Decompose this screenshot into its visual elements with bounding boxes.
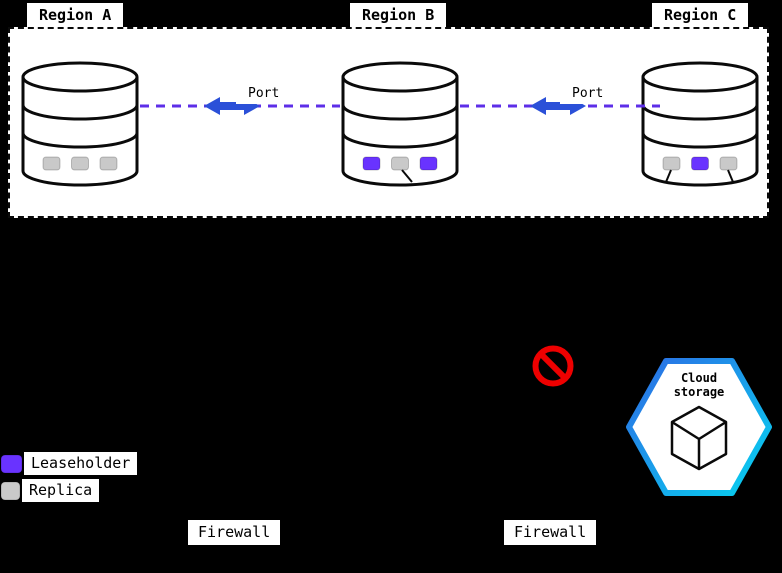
leaseholder-swatch-rect [0,454,23,474]
database-divider [21,132,139,149]
database-divider [341,104,459,121]
database-top [641,61,759,93]
replica-swatch-rect [0,481,21,501]
replica-slot [662,156,681,171]
leaseholder-slot [691,156,709,171]
database-icon-region-a [21,61,139,187]
port-label-b-c: Port [560,84,616,104]
legend-label-leaseholder: Leaseholder [24,452,138,475]
region-b-label: Region B [350,3,447,27]
no-entry-slash [538,351,568,381]
legend-label-replica: Replica [22,479,100,502]
database-top [341,61,459,93]
cloud-storage-label-line2: storage [674,385,725,399]
replica-slot [42,156,61,171]
leaseholder-swatch [0,454,23,474]
firewall-label-2: Firewall [504,520,597,545]
firewall-label-1: Firewall [188,520,281,545]
leaseholder-slot [419,156,438,171]
hexagon-outline [626,358,772,496]
storage-cube-icon [670,405,728,471]
replica-slot [71,156,89,171]
replica-swatch [0,481,21,501]
region-c-label: Region C [652,3,749,27]
replica-slot [719,156,738,171]
cloud-storage-hexagon: Cloud storage [626,358,772,496]
database-divider [21,104,139,121]
replica-slot [391,156,409,171]
database-divider [341,132,459,149]
database-top [21,61,139,93]
database-divider [641,104,759,121]
callout-line [727,169,734,183]
callout-line [401,169,413,183]
database-divider [641,132,759,149]
no-entry-ring [532,345,574,387]
database-icon-region-c [641,61,759,187]
replica-slot [99,156,118,171]
region-a-label: Region A [27,3,124,27]
cloud-storage-label-line1: Cloud [681,371,717,385]
database-icon-region-b [341,61,459,187]
callout-line [665,169,672,183]
port-label-a-b: Port [236,84,292,104]
leaseholder-slot [362,156,381,171]
no-entry-icon [532,345,574,387]
